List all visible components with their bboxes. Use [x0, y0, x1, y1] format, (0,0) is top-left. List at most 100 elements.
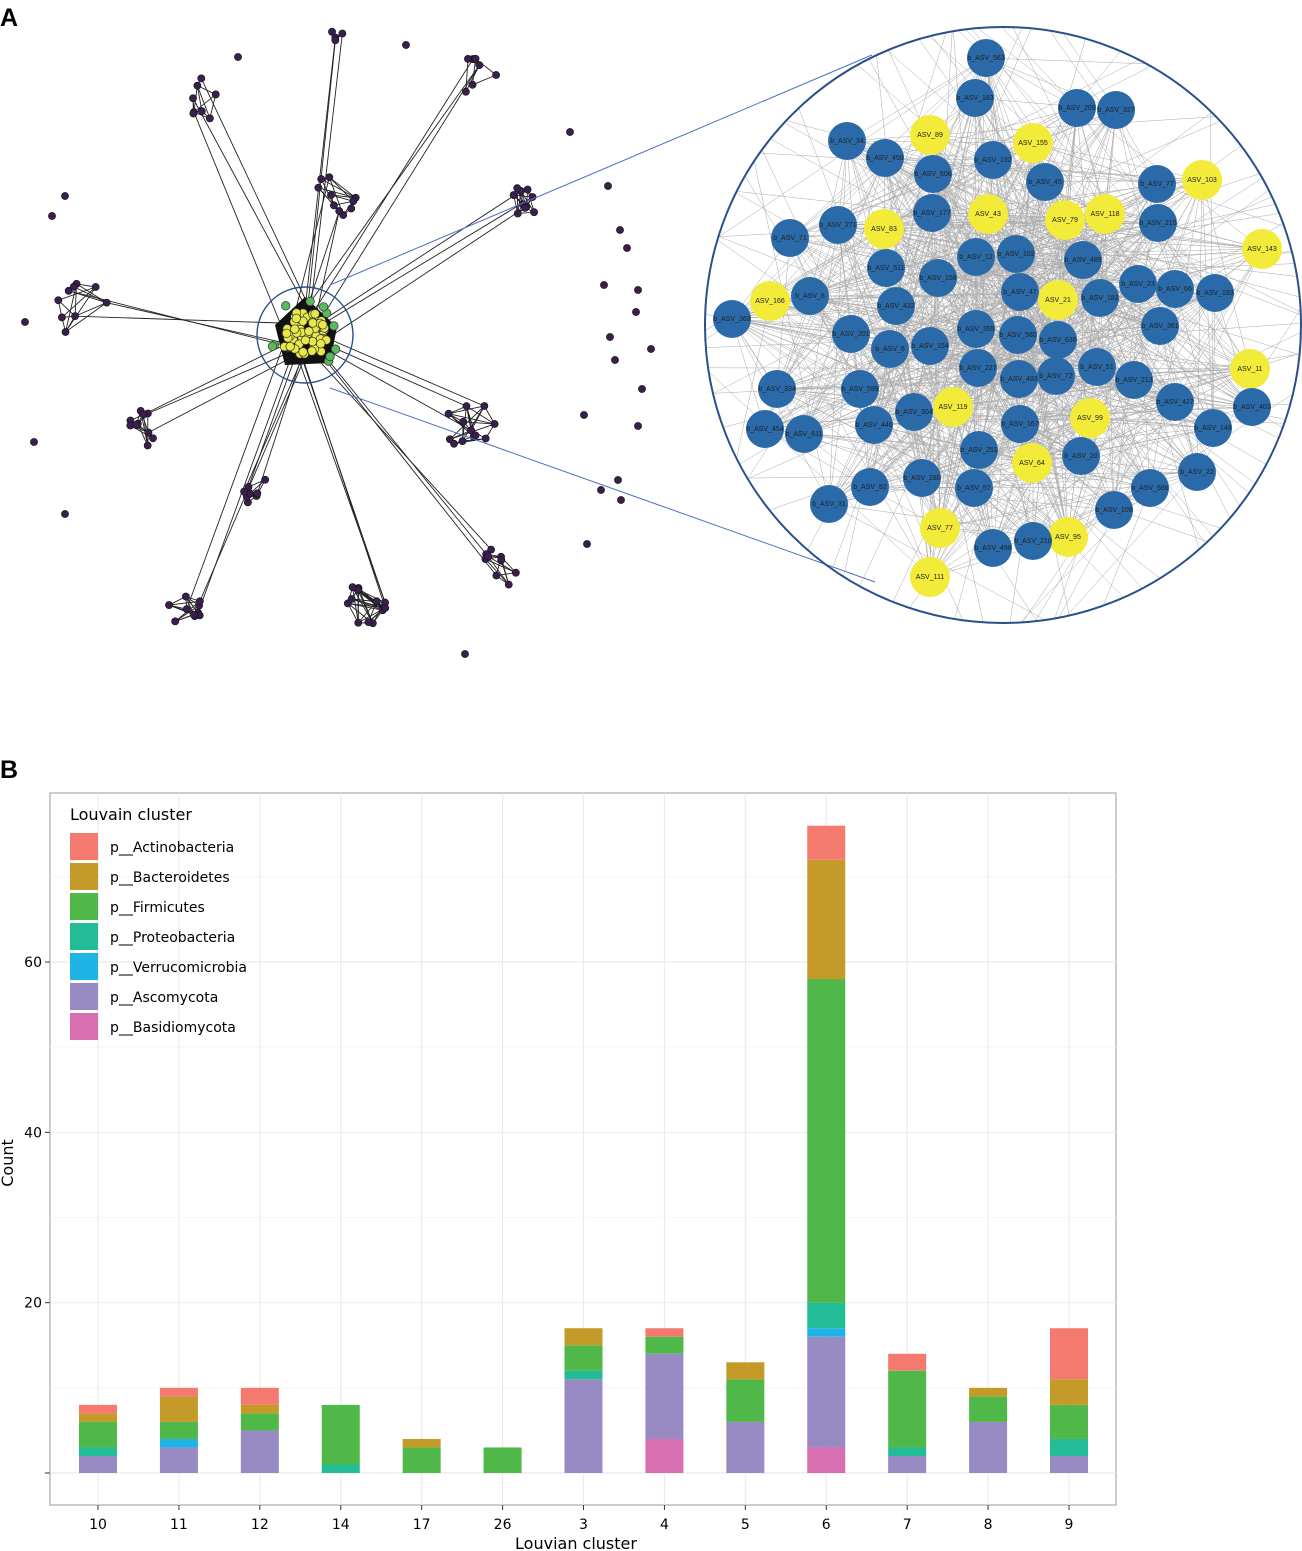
zoom-node-label: ASV_103	[1187, 177, 1217, 184]
network-node	[632, 308, 640, 316]
zoom-edge	[731, 318, 830, 505]
zoom-edge	[873, 424, 1151, 489]
zoom-node-yellow	[968, 194, 1008, 234]
bar-segment	[159, 1438, 198, 1448]
zoom-edge	[1015, 248, 1263, 255]
network-node	[132, 421, 141, 430]
zoom-node-blue	[785, 415, 823, 453]
zoom-node-label: b_ASV_132	[974, 157, 1011, 164]
legend-swatch	[70, 1013, 98, 1040]
zoom-node-label: b_ASV_47	[1003, 289, 1037, 296]
zoom-edge	[1076, 107, 1206, 571]
zoom-node: b_ASV_182	[1081, 279, 1119, 317]
network-node	[348, 583, 357, 592]
zoom-node: b_ASV_51	[1078, 348, 1116, 386]
network-node	[48, 212, 56, 220]
zoom-node: b_ASV_213	[1115, 361, 1153, 399]
zoom-node: ASV_118	[1085, 194, 1125, 234]
network-node	[521, 203, 530, 212]
zoom-node-blue	[832, 315, 870, 353]
network-edge	[200, 78, 318, 324]
zoom-node-label: b_ASV_45	[1028, 179, 1062, 186]
zoom-edge	[789, 237, 1115, 511]
zoom-node: b_ASV_361	[1141, 307, 1179, 345]
zoom-node-blue	[1119, 265, 1157, 303]
zoom-node-label: b_ASV_355	[957, 326, 994, 333]
zoom-node: ASV_99	[1070, 398, 1110, 438]
zoom-node: b_ASV_183	[956, 79, 994, 117]
bar-segment	[564, 1370, 603, 1380]
zoom-edge	[951, 27, 979, 369]
network-edge	[174, 605, 200, 622]
zoom-node-label: ASV_83	[871, 226, 897, 233]
zoom-edge	[837, 55, 1173, 226]
bar-segment	[1050, 1379, 1088, 1405]
network-edge	[318, 206, 527, 345]
zoom-node: ASV_83	[864, 209, 904, 249]
bar-segment	[402, 1438, 441, 1448]
zoom-edge	[929, 406, 954, 578]
zoom-node-blue	[999, 316, 1037, 354]
network-node	[617, 496, 625, 504]
zoom-node: b_ASV_148	[1194, 409, 1232, 447]
zoom-node-label: b_ASV_334	[758, 386, 795, 393]
zoom-node-blue	[1156, 383, 1194, 421]
zoom-node: b_ASV_227	[959, 349, 997, 387]
network-node	[614, 476, 622, 484]
zoom-node-label: ASV_118	[1090, 211, 1119, 218]
zoom-edge	[850, 333, 1069, 538]
network-node	[165, 601, 173, 609]
network-edge	[330, 194, 356, 199]
zoom-node-label: b_ASV_446	[855, 422, 892, 429]
network-node	[349, 197, 358, 206]
core-edge-node	[329, 321, 339, 331]
zoom-node-blue	[1141, 307, 1179, 345]
network-node	[61, 328, 70, 336]
bar-segment	[159, 1387, 198, 1397]
zoom-node: b_ASV_586	[1131, 469, 1169, 507]
legend-title: Louvain cluster	[70, 805, 192, 824]
zoom-node-yellow	[1038, 280, 1078, 320]
zoom-node-blue	[1039, 321, 1077, 359]
network-node	[611, 356, 619, 364]
zoom-node-blue	[1097, 91, 1135, 129]
zoom-edge	[978, 379, 1135, 451]
zoom-node-label: b_ASV_77	[1140, 181, 1174, 188]
zoom-node-yellow	[910, 115, 950, 155]
zoom-edge	[992, 401, 1176, 549]
zoom-node-blue	[819, 206, 857, 244]
network-edge	[351, 598, 383, 611]
zoom-node-yellow	[1182, 160, 1222, 200]
network-edge	[320, 178, 335, 206]
zoom-node-label: ASV_89	[917, 132, 943, 139]
zoom-edge	[789, 173, 934, 239]
network-node	[461, 650, 469, 658]
network-node	[181, 592, 190, 601]
zoom-node-yellow	[1012, 443, 1052, 483]
zoom-edge	[850, 333, 1049, 623]
network-node	[58, 313, 66, 322]
zoom-edge	[789, 48, 1161, 239]
network-node	[102, 298, 111, 307]
network-node	[197, 74, 206, 83]
panel-b-label: B	[0, 756, 18, 784]
core-edge-node	[281, 301, 291, 311]
zoom-edge	[1047, 27, 1117, 111]
network-edge	[329, 176, 356, 199]
network-node	[480, 402, 489, 410]
zoom-node: b_ASV_636	[1039, 321, 1077, 359]
zoom-node: b_ASV_6	[871, 330, 909, 368]
zoom-node: ASV_143	[1242, 229, 1282, 269]
network-edge	[192, 98, 317, 328]
zoom-edge	[1137, 178, 1286, 285]
zoom-node-blue	[919, 259, 957, 297]
zoom-node-blue	[746, 410, 784, 448]
zoom-node-blue	[828, 122, 866, 160]
zoom-node-blue	[1196, 274, 1234, 312]
zoom-node-label: b_ASV_158	[919, 275, 956, 282]
bar-segment	[807, 859, 846, 980]
network-edge	[352, 587, 359, 623]
zoom-node-blue	[974, 141, 1012, 179]
